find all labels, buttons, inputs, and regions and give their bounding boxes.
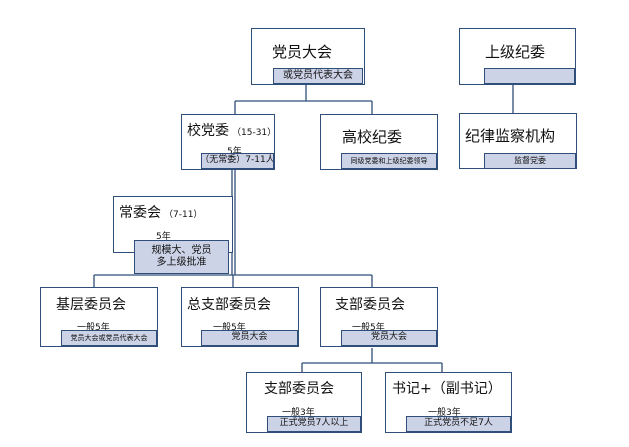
node-tag — [484, 68, 575, 84]
node-tag: 正式党员7人以上 — [267, 416, 361, 432]
term-note: 一般3年 — [428, 408, 461, 418]
discipline-agency-node: 纪律监察机构 — [459, 113, 577, 169]
node-tag: 党员大会或党员代表大会 — [61, 330, 157, 346]
node-title: 书记+（副书记） — [392, 381, 502, 397]
node-title-text: 常委会 — [119, 205, 161, 221]
term-note: 一般5年 — [213, 323, 246, 333]
node-tag: 或党员代表大会 — [273, 68, 363, 84]
node-title: 总支部委员会 — [187, 297, 271, 313]
node-title-text: 校党委 — [187, 123, 229, 139]
node-title: 校党委（15-31） — [187, 120, 276, 140]
term-note: 5年 — [227, 147, 242, 157]
node-tag: （无常委）7-11人 — [201, 153, 274, 169]
node-tag: 党员大会 — [201, 330, 298, 346]
node-title: 纪律监察机构 — [465, 127, 556, 145]
node-title: 支部委员会 — [335, 297, 405, 313]
node-title: 上级纪委 — [485, 43, 546, 61]
node-tag: 同级党委和上级纪委领导 — [341, 153, 437, 169]
term-note: 一般5年 — [77, 323, 110, 333]
node-title-note: （15-31） — [232, 128, 277, 138]
node-title: 支部委员会 — [264, 381, 334, 397]
node-tag: 监督党委 — [484, 153, 576, 169]
node-tag: 党员大会 — [341, 330, 437, 346]
term-note: 一般5年 — [352, 323, 385, 333]
node-title: 高校纪委 — [342, 128, 403, 146]
term-note: 5年 — [156, 232, 171, 242]
node-title-note: （7-11） — [164, 210, 203, 220]
node-title: 基层委员会 — [56, 297, 126, 313]
node-tag: 规模大、党员多上级批准 — [134, 240, 229, 274]
node-title: 党员大会 — [272, 43, 333, 61]
node-title: 常委会（7-11） — [119, 202, 202, 222]
node-tag: 正式党员不足7人 — [406, 416, 511, 432]
term-note: 一般3年 — [282, 408, 315, 418]
